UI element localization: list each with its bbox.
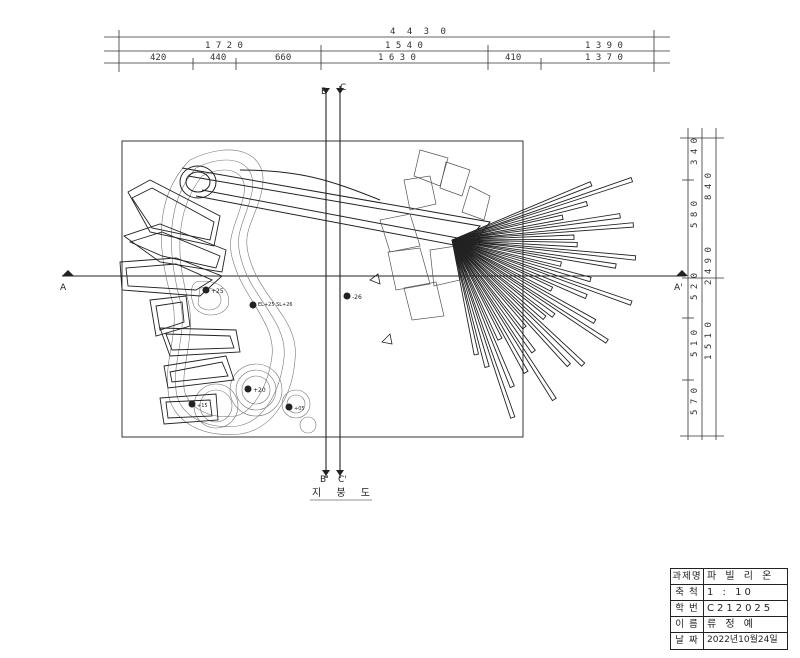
level-mark-6: +15	[197, 403, 208, 409]
fan-stick	[451, 239, 503, 341]
right-dimension-5: 5 7 0	[690, 388, 700, 415]
title-block-row-date: 날 짜 2022년10월24일	[671, 633, 787, 649]
student-id-label: 학 번	[671, 601, 704, 616]
fan-stick	[451, 239, 597, 325]
fan-stick	[451, 239, 562, 267]
section-line-c	[336, 86, 344, 478]
fan-stick	[451, 239, 516, 419]
fan-stick	[451, 239, 586, 367]
scale-label: 축 척	[671, 585, 704, 600]
fan-stick	[451, 239, 637, 261]
fan-stick	[451, 176, 634, 241]
section-label-c: C	[340, 83, 346, 93]
fan-stick	[451, 239, 480, 356]
drawing-title: 지 붕 도	[312, 487, 376, 499]
name-value: 류 정 예	[707, 619, 756, 630]
fan-stick	[451, 239, 554, 292]
fan-stick	[451, 200, 589, 241]
student-id-value: C212025	[707, 603, 774, 614]
fan-stick	[451, 239, 490, 369]
fan-stick	[451, 213, 621, 241]
fan-stick	[451, 239, 633, 306]
right-dimension-3: 5 2 0	[690, 273, 700, 300]
low-dimension-4: 1 6 3 0	[378, 53, 416, 63]
right-dimension-mid: 1 5 1 0	[704, 322, 714, 360]
right-dimension-small: 8 4 0	[704, 173, 714, 200]
section-label-a-prime: A'	[674, 283, 683, 293]
overall-width-dimension: 4 4 3 0	[390, 27, 449, 37]
fan-stick	[451, 239, 529, 374]
section-label-b-prime: B'	[320, 475, 329, 485]
mid-dimension-3: 1 3 9 0	[585, 41, 623, 51]
title-block-row-project: 과제명 파 빌 리 온	[671, 569, 787, 585]
section-label-a: A	[60, 283, 67, 293]
fan-stick	[451, 239, 609, 344]
fan-stick	[451, 239, 592, 283]
date-value: 2022년10월24일	[707, 635, 778, 645]
name-label: 이 름	[671, 617, 704, 632]
title-block-row-scale: 축 척 1 : 10	[671, 585, 787, 601]
level-mark-1: +25	[211, 288, 224, 295]
section-line-b	[322, 88, 330, 478]
project-label: 과제명	[671, 569, 704, 584]
low-dimension-3: 660	[275, 53, 291, 63]
fan-stick	[451, 239, 578, 248]
title-block-row-name: 이 름 류 정 예	[671, 617, 787, 633]
fan-stick	[451, 239, 557, 402]
diagonal-roof-beam	[179, 165, 491, 249]
scale-value: 1 : 10	[707, 587, 754, 598]
fan-stick	[451, 214, 564, 241]
terrain-contours	[161, 149, 317, 435]
level-mark-4: +20	[253, 387, 266, 394]
right-dimension-lines	[680, 128, 724, 440]
level-mark-3: -26	[352, 294, 362, 301]
low-dimension-2: 440	[210, 53, 226, 63]
mid-dimension-1: 1 7 2 0	[205, 41, 243, 51]
section-label-b: B	[321, 87, 327, 97]
fan-stick	[451, 239, 617, 269]
title-block: 과제명 파 빌 리 온 축 척 1 : 10 학 번 C212025 이 름 류…	[670, 568, 788, 650]
level-marks	[188, 273, 393, 411]
mid-dimension-2: 1 5 4 0	[385, 41, 423, 51]
top-dimension-lines	[104, 30, 670, 72]
level-mark-2: EL+25 SL+26	[258, 302, 293, 308]
fan-stick	[451, 239, 572, 368]
faceted-volumes	[379, 149, 491, 321]
title-block-row-student-id: 학 번 C212025	[671, 601, 787, 617]
section-line-a	[62, 270, 688, 277]
fan-stick	[451, 239, 515, 389]
right-dimension-total: 2 4 9 0	[704, 247, 714, 285]
fan-stick	[451, 239, 527, 330]
date-label: 날 짜	[671, 633, 704, 649]
fan-stick	[451, 222, 634, 241]
radiating-fan-sticks	[451, 176, 637, 419]
section-label-c-prime: C'	[338, 475, 347, 485]
folded-roof-ribbons	[119, 179, 241, 425]
low-dimension-6: 1 3 7 0	[585, 53, 623, 63]
fan-stick	[451, 234, 575, 241]
fan-stick	[451, 239, 547, 321]
low-dimension-5: 410	[505, 53, 521, 63]
fan-stick	[451, 239, 536, 354]
low-dimension-1: 420	[150, 53, 166, 63]
fan-stick	[451, 239, 556, 318]
right-dimension-1: 3 4 0	[690, 138, 700, 165]
fan-stick	[451, 239, 588, 300]
right-dimension-4: 5 1 0	[690, 330, 700, 357]
level-mark-5: +05	[294, 406, 305, 412]
right-dimension-2: 5 8 0	[690, 201, 700, 228]
fan-stick	[451, 181, 593, 241]
project-value: 파 빌 리 온	[707, 571, 775, 582]
